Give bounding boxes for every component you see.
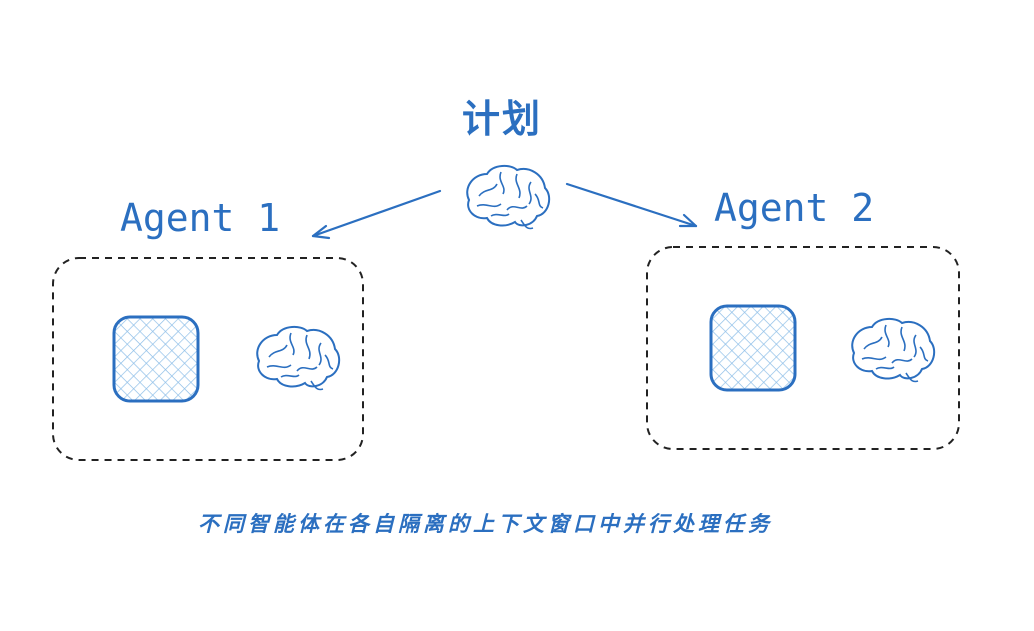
- agent-1-context-window-icon: [112, 315, 200, 403]
- planner-label: 计划: [462, 96, 543, 141]
- agent-2-context-window-icon: [709, 304, 797, 392]
- planner-brain-icon: [466, 164, 551, 230]
- agent-2-label: Agent 2: [714, 186, 875, 230]
- arrow-to-agent-1: [311, 189, 442, 240]
- arrow-to-agent-2: [565, 182, 698, 228]
- agent-2-box: [646, 246, 960, 450]
- caption: 不同智能体在各自隔离的上下文窗口中并行处理任务: [198, 511, 773, 536]
- agent-1-brain-icon: [256, 325, 341, 391]
- agent-1-box: [52, 257, 364, 461]
- agent-2-brain-icon: [851, 317, 936, 383]
- agent-1-label: Agent 1: [120, 196, 281, 240]
